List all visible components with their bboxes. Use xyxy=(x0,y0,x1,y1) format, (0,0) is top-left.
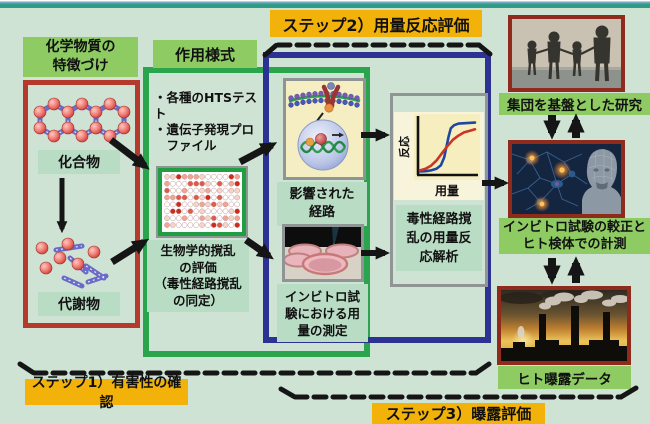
microplate-figure xyxy=(156,166,248,238)
compound-molecule-figure xyxy=(33,97,131,143)
family-photo xyxy=(508,15,625,92)
human-exposure-label: ヒト曝露データ xyxy=(498,366,631,389)
affected-pathway-figure xyxy=(283,78,366,180)
chemical-characterization-header: 化学物質の 特徴づけ xyxy=(23,37,138,77)
petri-dish-figure xyxy=(282,224,364,282)
dose-response-analysis-box xyxy=(390,93,488,287)
hts-tests-text: ・各種のHTSテスト ・遺伝子発現プロ ファイル xyxy=(154,90,257,153)
mode-of-action-header: 作用様式 xyxy=(153,40,257,68)
chemical-characterization-box xyxy=(23,80,140,328)
neuron-photo xyxy=(508,140,625,218)
smokestack-photo xyxy=(497,286,631,365)
top-border-strip xyxy=(0,0,650,10)
invitro-dose-label: インビトロ試 験における用 量の測定 xyxy=(277,284,368,342)
step2-banner: ステップ2）用量反応評価 xyxy=(270,10,482,37)
chart-plot-area xyxy=(414,114,480,180)
chart-x-axis-label: 用量 xyxy=(434,183,459,198)
step3-banner: ステップ3）曝露評価 xyxy=(372,403,545,424)
step1-banner: ステップ1）有害性の確認 xyxy=(25,375,188,411)
invitro-calibration-label: インビトロ試験の較正と ヒト検体での計測 xyxy=(499,218,650,254)
population-studies-label: 集団を基盤とした研究 xyxy=(499,93,650,115)
dose-response-chart: 反応 用量 xyxy=(394,112,484,200)
metabolite-figure xyxy=(35,237,109,289)
dose-response-evaluation-box xyxy=(263,52,491,343)
affected-pathway-label: 影響された 経路 xyxy=(277,182,367,226)
mode-of-action-box xyxy=(143,67,370,357)
compound-label: 化合物 xyxy=(38,150,120,174)
chart-y-axis-label: 反応 xyxy=(398,136,411,158)
analysis-label: 毒性経路撹 乱の用量反 応解析 xyxy=(396,205,482,271)
metabolite-label: 代謝物 xyxy=(38,292,120,316)
bio-disruption-label: 生物学的撹乱 の評価 （毒性経路撹乱 の同定） xyxy=(147,240,249,312)
